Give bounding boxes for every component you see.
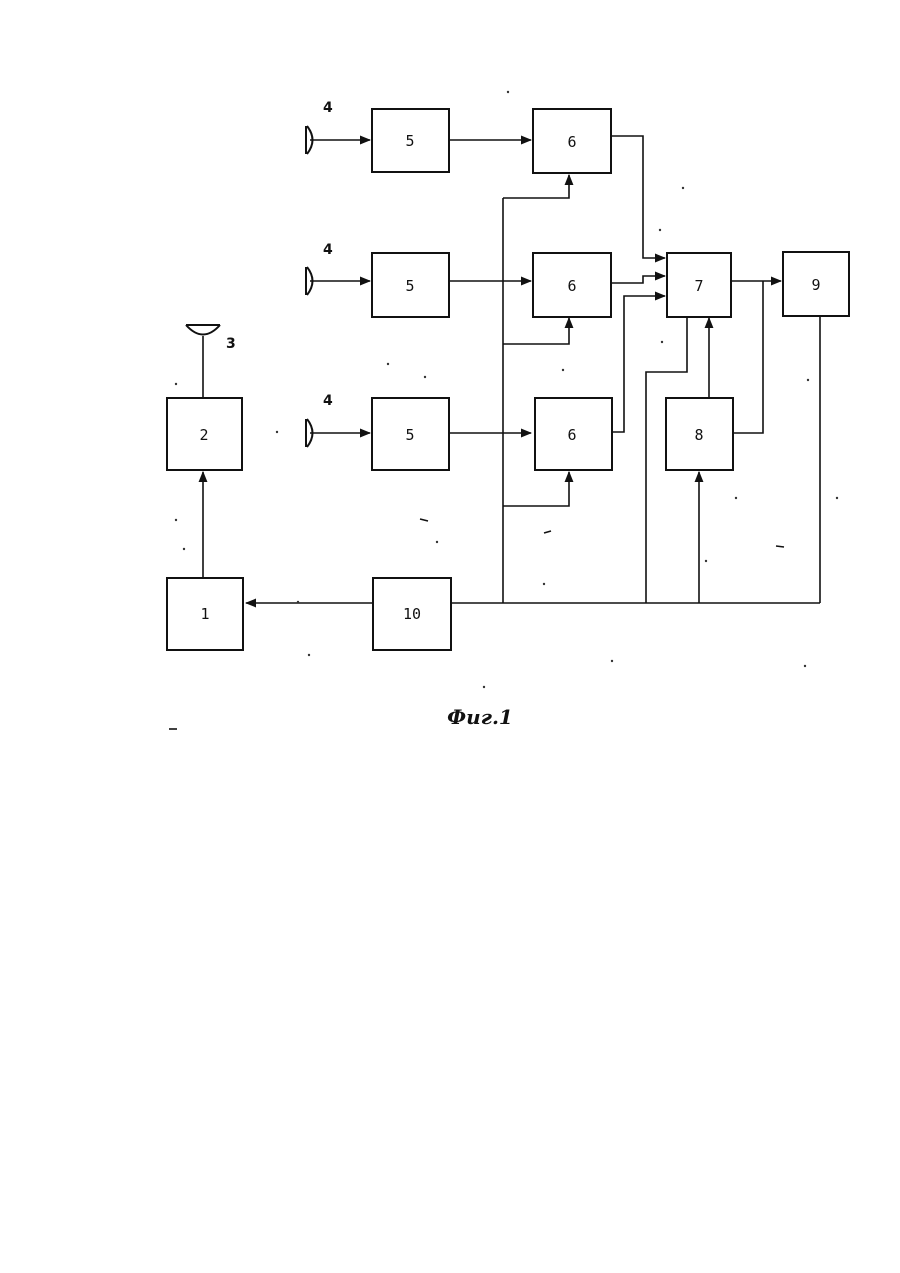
wire-6-bot-to-7 [611,296,665,432]
antenna-4-top-label: 4 [323,100,333,116]
dish-antenna-icon [186,325,220,335]
block-10: 10 [373,578,451,650]
wire-6-top-to-7 [611,136,665,258]
wire-feed-6-top [503,175,569,198]
block-5-top-label: 5 [405,132,414,150]
block-5-bot-label: 5 [405,426,414,444]
wire-6-mid-to-7 [611,276,665,283]
block-9-label: 9 [811,276,820,294]
block-5-bot: 5 [372,398,449,470]
block-1: 1 [167,578,243,650]
blocks: 5 6 5 6 7 9 2 5 [167,109,849,650]
wire-8-to-9 [733,281,763,433]
antennas: 3 4 4 4 [186,100,333,447]
block-5-mid: 5 [372,253,449,317]
block-5-mid-label: 5 [405,277,414,295]
block-6-top: 6 [533,109,611,173]
block-7-label: 7 [694,277,703,295]
block-6-bot: 6 [535,398,612,470]
block-5-top: 5 [372,109,449,172]
antenna-4-mid-label: 4 [323,242,333,258]
dish-antenna-icon [307,419,313,447]
block-8-label: 8 [694,426,703,444]
block-2: 2 [167,398,242,470]
antenna-3-label: 3 [226,336,236,352]
block-6-bot-label: 6 [567,426,576,444]
block-9: 9 [783,252,849,316]
block-10-label: 10 [403,605,421,623]
block-6-mid-label: 6 [567,277,576,295]
block-6-mid: 6 [533,253,611,317]
antenna-4-bot-label: 4 [323,393,333,409]
block-7: 7 [667,253,731,317]
block-6-top-label: 6 [567,133,576,151]
wire-feed-6-bot [503,472,569,506]
dish-antenna-icon [307,126,313,154]
figure-caption: Фиг.1 [447,705,513,729]
connections [203,136,820,603]
block-1-label: 1 [200,605,209,623]
dish-antenna-icon [307,267,313,295]
block-8: 8 [666,398,733,470]
block-2-label: 2 [199,426,208,444]
wire-feed-6-mid [503,318,569,344]
